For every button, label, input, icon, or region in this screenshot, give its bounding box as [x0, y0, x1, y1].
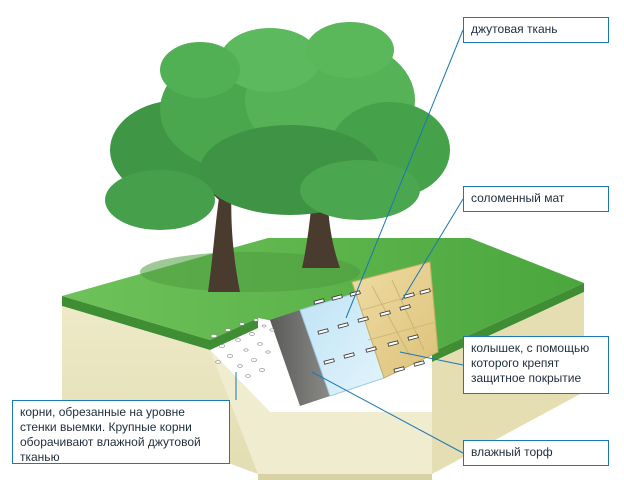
callout-peg: колышек, с помощью которого крепят защит…	[463, 336, 609, 394]
callout-roots: корни, обрезанные на уровне стенки выемк…	[12, 400, 230, 464]
leader-jute	[345, 29, 464, 319]
callout-wet-peat: влажный торф	[463, 440, 609, 466]
pegs	[313, 288, 431, 373]
trench-floor	[210, 350, 432, 474]
trees	[105, 22, 450, 292]
floor-bottom	[258, 474, 432, 480]
leader-peat	[311, 371, 464, 454]
callout-jute-fabric: джутовая ткань	[463, 17, 609, 43]
leader-lines	[235, 29, 464, 454]
right-tree-trunk	[302, 160, 340, 268]
trench-wall	[270, 310, 330, 406]
leader-peg	[399, 351, 464, 366]
root-fragments	[210, 318, 275, 378]
foliage	[105, 22, 450, 230]
callout-straw-mat: соломенный мат	[463, 186, 609, 212]
leader-straw	[401, 198, 464, 301]
left-tree-trunk	[208, 180, 240, 292]
